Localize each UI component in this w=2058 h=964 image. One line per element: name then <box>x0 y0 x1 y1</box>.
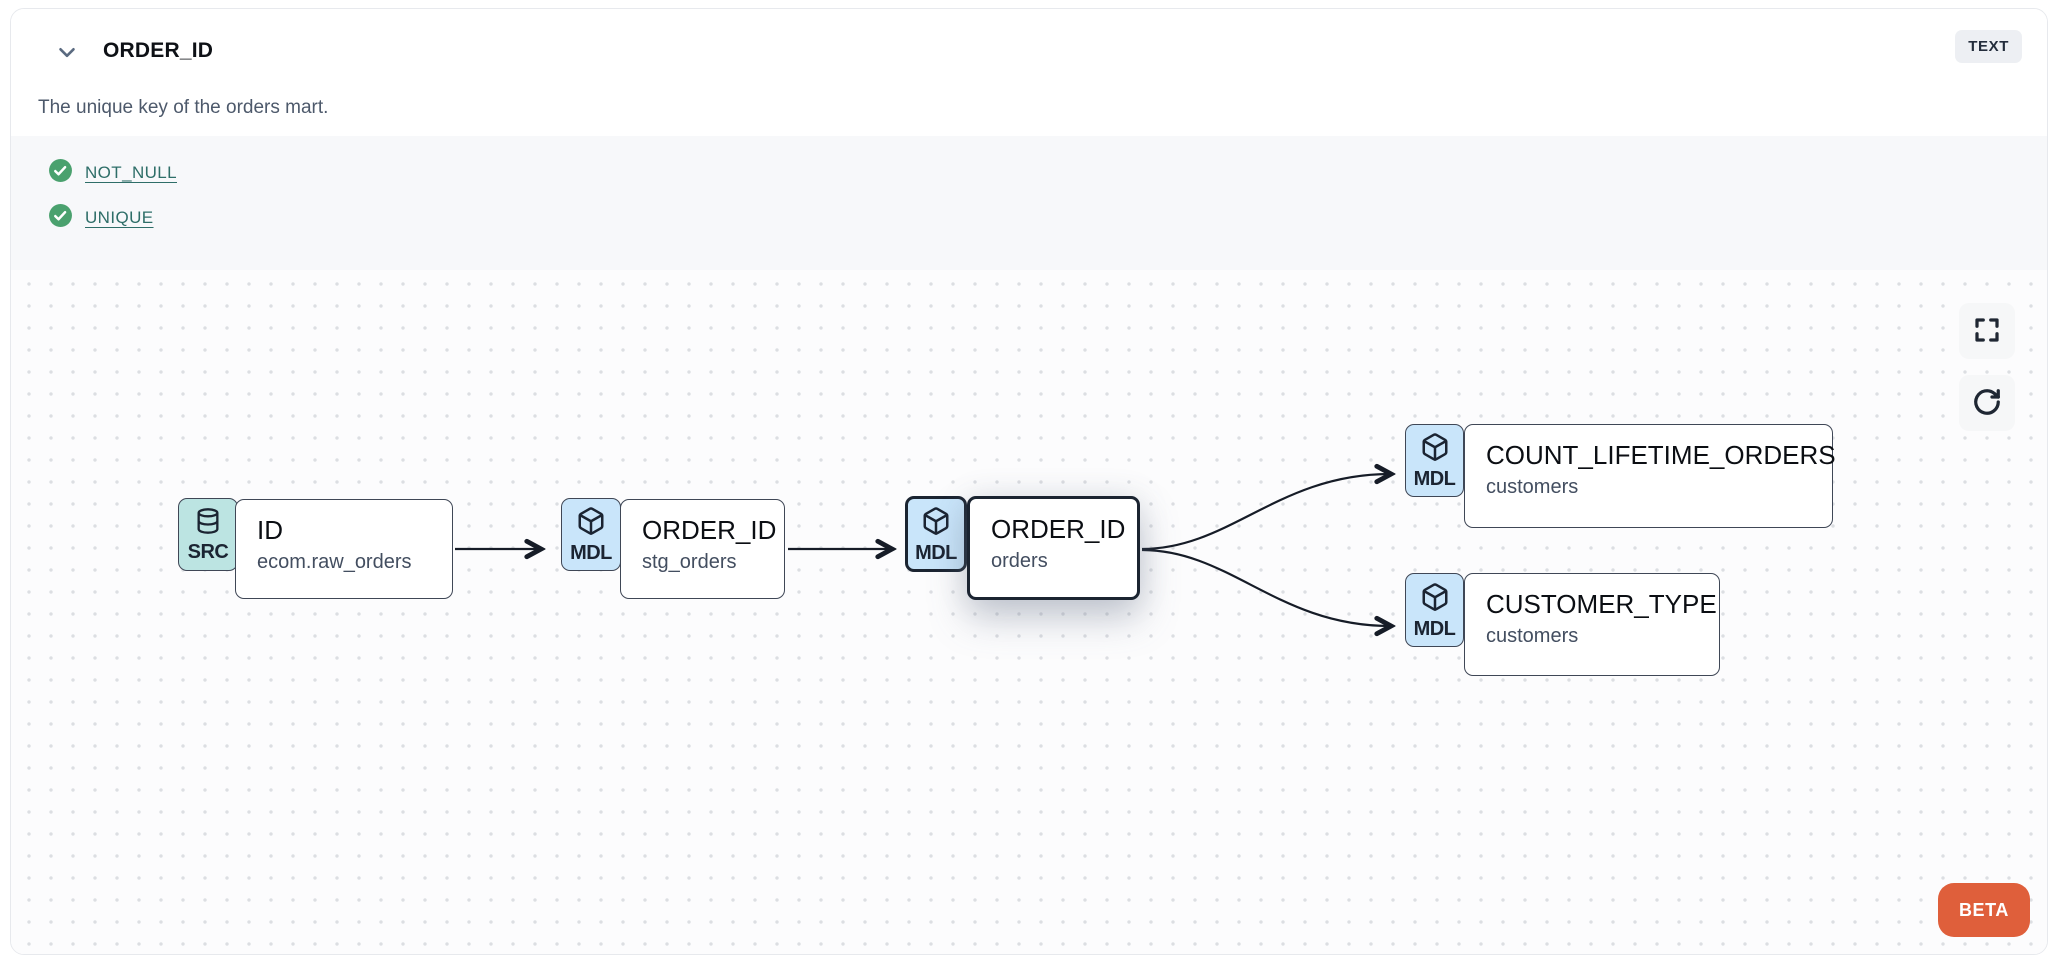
node-badge-src[interactable]: SRC <box>178 498 238 571</box>
node-kind-label: MDL <box>1413 617 1456 640</box>
node-kind-label: MDL <box>1413 468 1456 490</box>
column-description: The unique key of the orders mart. <box>38 97 329 118</box>
beta-badge: BETA <box>1938 883 2030 937</box>
cube-icon <box>1420 432 1450 467</box>
lineage-node-order-id-orders-selected[interactable]: ORDER_ID orders <box>967 496 1140 600</box>
column-type-badge: TEXT <box>1955 30 2022 63</box>
lineage-canvas[interactable]: SRC ID ecom.raw_orders MDL ORDER_ID stg_… <box>11 270 2047 954</box>
node-title: ORDER_ID <box>642 515 777 545</box>
node-title: ORDER_ID <box>991 514 1126 544</box>
refresh-icon <box>1972 387 2002 420</box>
tests-section: NOT_NULL UNIQUE <box>11 136 2047 270</box>
lineage-edges <box>455 270 2047 954</box>
column-header: ORDER_ID TEXT The unique key of the orde… <box>11 9 2047 136</box>
fullscreen-icon <box>1972 315 2002 348</box>
node-badge-mdl-selected[interactable]: MDL <box>905 496 967 572</box>
node-title: CUSTOMER_TYPE <box>1486 589 1717 619</box>
cube-icon <box>1420 582 1450 617</box>
node-title: ID <box>257 515 283 545</box>
chevron-down-icon <box>54 39 80 68</box>
node-badge-mdl[interactable]: MDL <box>1405 424 1464 497</box>
check-circle-icon <box>48 203 73 233</box>
column-details-card: ORDER_ID TEXT The unique key of the orde… <box>10 8 2048 955</box>
lineage-node-customer-type[interactable]: CUSTOMER_TYPE customers <box>1464 573 1720 676</box>
test-link-not-null[interactable]: NOT_NULL <box>85 162 178 182</box>
cube-icon <box>576 506 606 541</box>
refresh-layout-button[interactable] <box>1959 375 2015 431</box>
node-title: COUNT_LIFETIME_ORDERS <box>1486 440 1836 470</box>
node-subtitle: stg_orders <box>642 551 737 573</box>
column-title: ORDER_ID <box>103 39 214 62</box>
node-badge-mdl[interactable]: MDL <box>561 498 621 571</box>
node-subtitle: orders <box>991 550 1048 572</box>
lineage-node-count-lifetime-orders[interactable]: COUNT_LIFETIME_ORDERS customers <box>1464 424 1836 528</box>
node-kind-label: MDL <box>570 542 612 564</box>
node-subtitle: ecom.raw_orders <box>257 551 412 573</box>
fullscreen-button[interactable] <box>1959 303 2015 359</box>
node-kind-label: MDL <box>915 541 957 564</box>
cube-icon <box>921 506 951 541</box>
node-subtitle: customers <box>1486 476 1579 498</box>
check-circle-icon <box>48 158 73 188</box>
node-subtitle: customers <box>1486 625 1579 647</box>
test-link-unique[interactable]: UNIQUE <box>85 207 154 227</box>
lineage-node-order-id-stg-orders[interactable]: ORDER_ID stg_orders <box>620 499 785 599</box>
database-icon <box>194 507 222 540</box>
lineage-node-id-raw-orders[interactable]: ID ecom.raw_orders <box>235 499 453 599</box>
node-kind-label: SRC <box>187 541 229 563</box>
test-row: UNIQUE <box>48 203 2047 233</box>
node-badge-mdl[interactable]: MDL <box>1405 573 1464 647</box>
collapse-toggle-button[interactable] <box>50 36 84 70</box>
test-row: NOT_NULL <box>48 158 2047 188</box>
